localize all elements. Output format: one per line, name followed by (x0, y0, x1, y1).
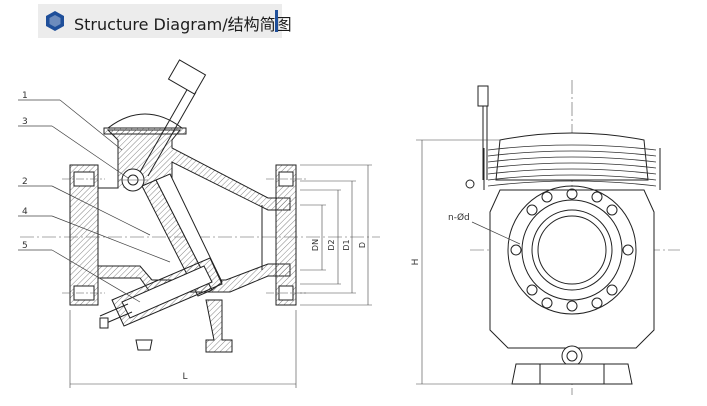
flange-outer-circle (507, 185, 637, 315)
dim-label-length: L (182, 372, 187, 382)
callout-1: 1 (22, 91, 28, 101)
section-header: Structure Diagram/结构简图 (38, 4, 292, 38)
dim-label-d1: D1 (342, 239, 351, 250)
dim-label-dn: DN (311, 239, 320, 251)
dim-label-bolt-holes: n-Ød (448, 212, 470, 223)
inlet-flange (62, 164, 105, 306)
hexagon-icon (46, 11, 64, 31)
callout-3: 3 (22, 117, 28, 127)
buffer-cylinder (99, 257, 223, 329)
end-view (416, 80, 680, 395)
callout-2: 2 (22, 177, 28, 187)
dim-label-height: H (411, 259, 421, 266)
counterweight-lever (139, 59, 207, 177)
dim-label-d2: D2 (327, 239, 336, 250)
outlet-flange (266, 164, 306, 306)
callout-4: 4 (22, 207, 28, 217)
dim-label-d: D (358, 242, 367, 248)
page-title: Structure Diagram/结构简图 (74, 15, 292, 34)
header-accent-bar (275, 10, 278, 32)
section-view (18, 59, 380, 388)
bolt-holes (510, 188, 634, 312)
callout-5: 5 (22, 241, 28, 251)
